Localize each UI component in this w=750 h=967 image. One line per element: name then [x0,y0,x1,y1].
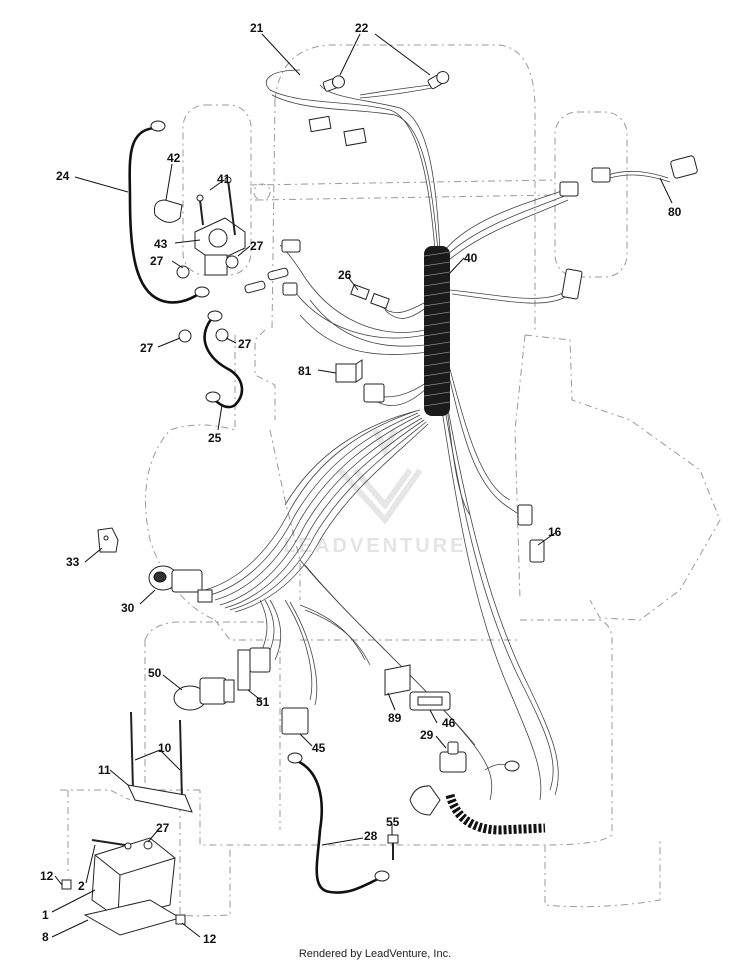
callout-10: 10 [158,741,172,755]
callout-80: 80 [668,205,682,219]
callout-27-b: 27 [150,254,164,268]
battery-hold-down-rods [130,711,183,801]
battery-cable-28 [287,752,390,894]
callout-27-d: 27 [238,337,252,351]
callout-41: 41 [217,172,231,186]
watermark-logo: LEADVENTURE [283,428,466,557]
callout-46: 46 [442,716,456,730]
hour-meter-bracket-89 [384,664,411,696]
callout-2: 2 [78,879,85,893]
tractor-ghost-outline [60,44,721,917]
ignition-key-33 [97,527,119,553]
callout-29: 29 [420,728,434,742]
callout-81: 81 [298,364,312,378]
callout-11: 11 [98,763,111,777]
bolt-55 [387,834,399,860]
battery-bolt-2 [91,839,153,850]
hour-meter-46 [409,691,451,711]
callout-8: 8 [42,930,49,944]
callout-24: 24 [56,169,70,183]
connector-16 [517,504,545,563]
ignition-switch-30 [148,565,213,603]
callout-27-e: 27 [156,821,170,835]
relay-81 [335,359,385,403]
callout-27-a: 27 [250,239,264,253]
ground-cable-25 [203,310,244,409]
connector-80 [559,155,698,197]
callout-12-b: 12 [203,932,217,946]
battery-cable-24 [128,120,210,304]
watermark-text: LEADVENTURE [283,535,466,557]
callout-50: 50 [148,666,162,680]
callout-51: 51 [256,695,270,709]
callout-21: 21 [250,21,264,35]
coiled-conduit [423,246,451,416]
callout-27-c: 27 [140,341,154,355]
callout-12-a: 12 [40,869,54,883]
callout-89: 89 [388,711,402,725]
switch-connector-51 [237,647,271,691]
callout-28: 28 [364,829,378,843]
callout-1: 1 [42,908,49,922]
callout-43: 43 [154,237,168,251]
connector-29 [409,741,520,816]
callout-42: 42 [167,151,181,165]
connector-45 [281,707,309,735]
callout-25: 25 [208,431,222,445]
fuse-connectors-26 [350,283,390,310]
callout-30: 30 [121,601,135,615]
callout-22: 22 [355,21,369,35]
connector-right-mid [561,268,583,300]
callout-16: 16 [548,525,562,539]
headlight-bulbs [308,71,450,147]
callout-40: 40 [464,251,478,265]
callout-labels: 21 22 24 42 41 43 27 27 27 27 27 80 40 2… [40,21,682,946]
starter-solenoid [154,176,301,343]
callout-55: 55 [386,815,400,829]
wire-harness [204,69,671,801]
callout-33: 33 [66,555,80,569]
leader-lines [51,33,673,938]
battery-bracket-11 [127,784,193,813]
coiled-wire-lower [445,793,546,835]
battery-1 [91,837,176,919]
callout-26: 26 [338,268,352,282]
pto-switch-50 [173,677,235,711]
footer-credit: Rendered by LeadVenture, Inc. [298,948,452,960]
callout-45: 45 [312,741,326,755]
